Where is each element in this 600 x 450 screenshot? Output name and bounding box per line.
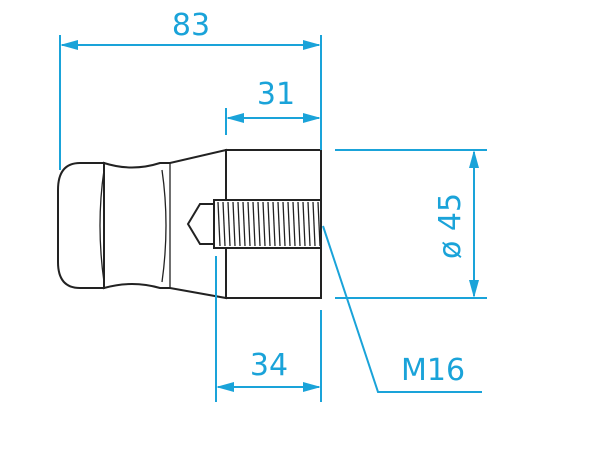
thread-line	[257, 201, 261, 247]
thread-line	[277, 201, 281, 247]
arrow-45-bottom	[469, 280, 479, 298]
thread-line	[232, 201, 236, 247]
thread-line	[222, 201, 226, 247]
thread-line	[307, 201, 311, 247]
thread-lines	[217, 201, 321, 247]
thread-line	[282, 201, 286, 247]
arrow-34-left	[216, 382, 234, 392]
dim-label-34: 34	[250, 348, 288, 383]
thread-line	[262, 201, 266, 247]
thread-line	[272, 201, 276, 247]
thread-line	[297, 201, 301, 247]
thread-line	[242, 201, 246, 247]
thread-line	[317, 201, 321, 247]
arrow-31-right	[303, 113, 321, 123]
dim-label-diameter: ø 45	[433, 193, 468, 259]
arrow-45-top	[469, 150, 479, 168]
arrow-83-right	[303, 40, 321, 50]
knob-end	[57, 162, 105, 289]
waist-profile-left	[99, 169, 105, 283]
dim-label-83: 83	[172, 8, 210, 43]
thread-line	[237, 201, 241, 247]
thread-line	[287, 201, 291, 247]
thread-line	[227, 201, 231, 247]
leader-m16	[322, 225, 482, 393]
thread-line	[302, 201, 306, 247]
thread-line	[247, 201, 251, 247]
thread-line	[312, 201, 316, 247]
thread-line	[292, 201, 296, 247]
thread-line	[252, 201, 256, 247]
arrow-34-right	[303, 382, 321, 392]
dim-label-thread: M16	[401, 353, 465, 388]
thread-line	[217, 201, 221, 247]
arrow-31-left	[226, 113, 244, 123]
arrow-83-left	[60, 40, 78, 50]
dimension-lines	[59, 35, 487, 402]
part-outline	[57, 148, 322, 300]
thread-line	[267, 201, 271, 247]
waist-profile-right	[161, 169, 167, 283]
dim-label-31: 31	[257, 77, 295, 112]
